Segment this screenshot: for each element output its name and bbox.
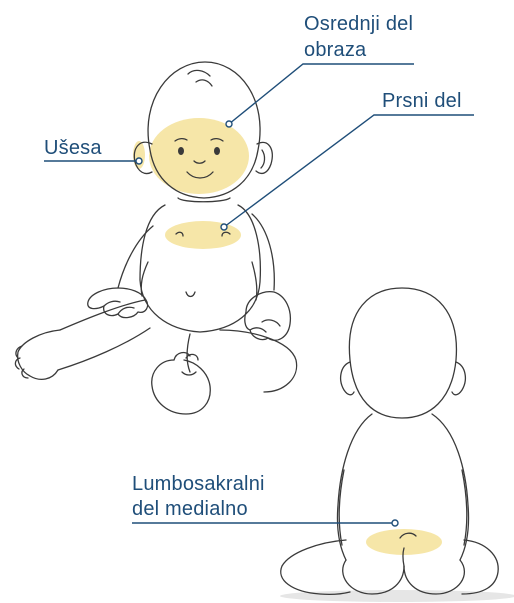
right-eye: [214, 147, 220, 155]
front-torso-outline: [139, 204, 262, 333]
right-hand: [244, 291, 292, 341]
label-cheeks-line1: Osrednji del: [304, 13, 413, 35]
label-cheeks-line2: obraza: [304, 39, 367, 61]
chest-leader-dot: [220, 223, 228, 231]
back-torso-outline-right: [431, 413, 470, 561]
left-hand: [87, 287, 149, 319]
back-left-leg: [280, 539, 351, 596]
label-chest: Prsni del: [382, 90, 462, 112]
right-eyebrow: [210, 137, 224, 142]
chest-area-highlight: [165, 221, 241, 249]
left-eyebrow: [174, 137, 188, 142]
nose: [193, 160, 206, 164]
label-lumbar-line1: Lumbosakralni: [132, 473, 265, 495]
ears-leader-dot: [135, 157, 143, 165]
left-toe: [21, 368, 29, 379]
gluteal-cleft: [402, 547, 405, 567]
lumbar-area-highlight: [366, 529, 442, 555]
back-baby: [280, 287, 514, 602]
cheeks-leader-line: [228, 63, 414, 125]
left-ear-outline: [133, 141, 153, 175]
front-baby: [14, 61, 298, 415]
left-toe: [15, 345, 23, 359]
left-foot: [16, 329, 61, 381]
back-right-leg: [461, 539, 499, 595]
leader-lines: [44, 63, 474, 527]
left-thigh: [59, 299, 146, 331]
right-arm-inner: [251, 261, 258, 301]
left-hand-finger: [103, 300, 121, 307]
right-ear-outline: [255, 141, 273, 175]
chest-leader-line: [223, 114, 474, 228]
left-buttock: [342, 559, 405, 595]
back-head-outline: [348, 287, 458, 419]
left-calf: [57, 327, 151, 371]
right-ear-inner: [260, 149, 266, 169]
hair-tuft: [187, 69, 211, 77]
label-ears: Ušesa: [44, 137, 102, 159]
floor-shadow: [280, 590, 514, 602]
right-arm: [251, 213, 275, 291]
left-arm: [117, 225, 154, 289]
label-lumbar-line2: del medialno: [132, 498, 248, 520]
back-right-ear: [451, 361, 467, 396]
back-left-arm: [338, 469, 345, 546]
back-torso-outline: [336, 413, 373, 561]
left-arm-inner: [140, 261, 149, 297]
right-buttock: [403, 559, 465, 595]
left-toe: [14, 357, 21, 370]
right-foot: [151, 359, 211, 415]
right-shin: [186, 333, 191, 373]
neck-line: [177, 197, 231, 203]
right-hand-finger: [249, 327, 267, 333]
cheeks-leader-dot: [225, 120, 233, 128]
nipple-left: [175, 231, 184, 237]
lumbar-leader-dot: [391, 519, 399, 527]
right-hand-finger: [261, 319, 281, 327]
right-toe: [181, 371, 197, 376]
hair-tuft: [195, 79, 213, 87]
cheek-area-highlight: [149, 118, 249, 194]
left-eye: [178, 147, 184, 155]
labels: Osrednji del obraza Prsni del Ušesa Lumb…: [44, 13, 462, 520]
back-right-arm: [461, 469, 468, 546]
right-toe: [185, 353, 199, 361]
right-thigh: [219, 329, 298, 393]
nipple-right: [221, 231, 231, 237]
front-head-outline: [147, 61, 261, 199]
coccyx-mark: [399, 532, 417, 539]
mouth: [186, 171, 214, 179]
left-hand-finger: [117, 306, 135, 315]
navel: [185, 291, 196, 298]
back-left-ear: [339, 361, 355, 396]
